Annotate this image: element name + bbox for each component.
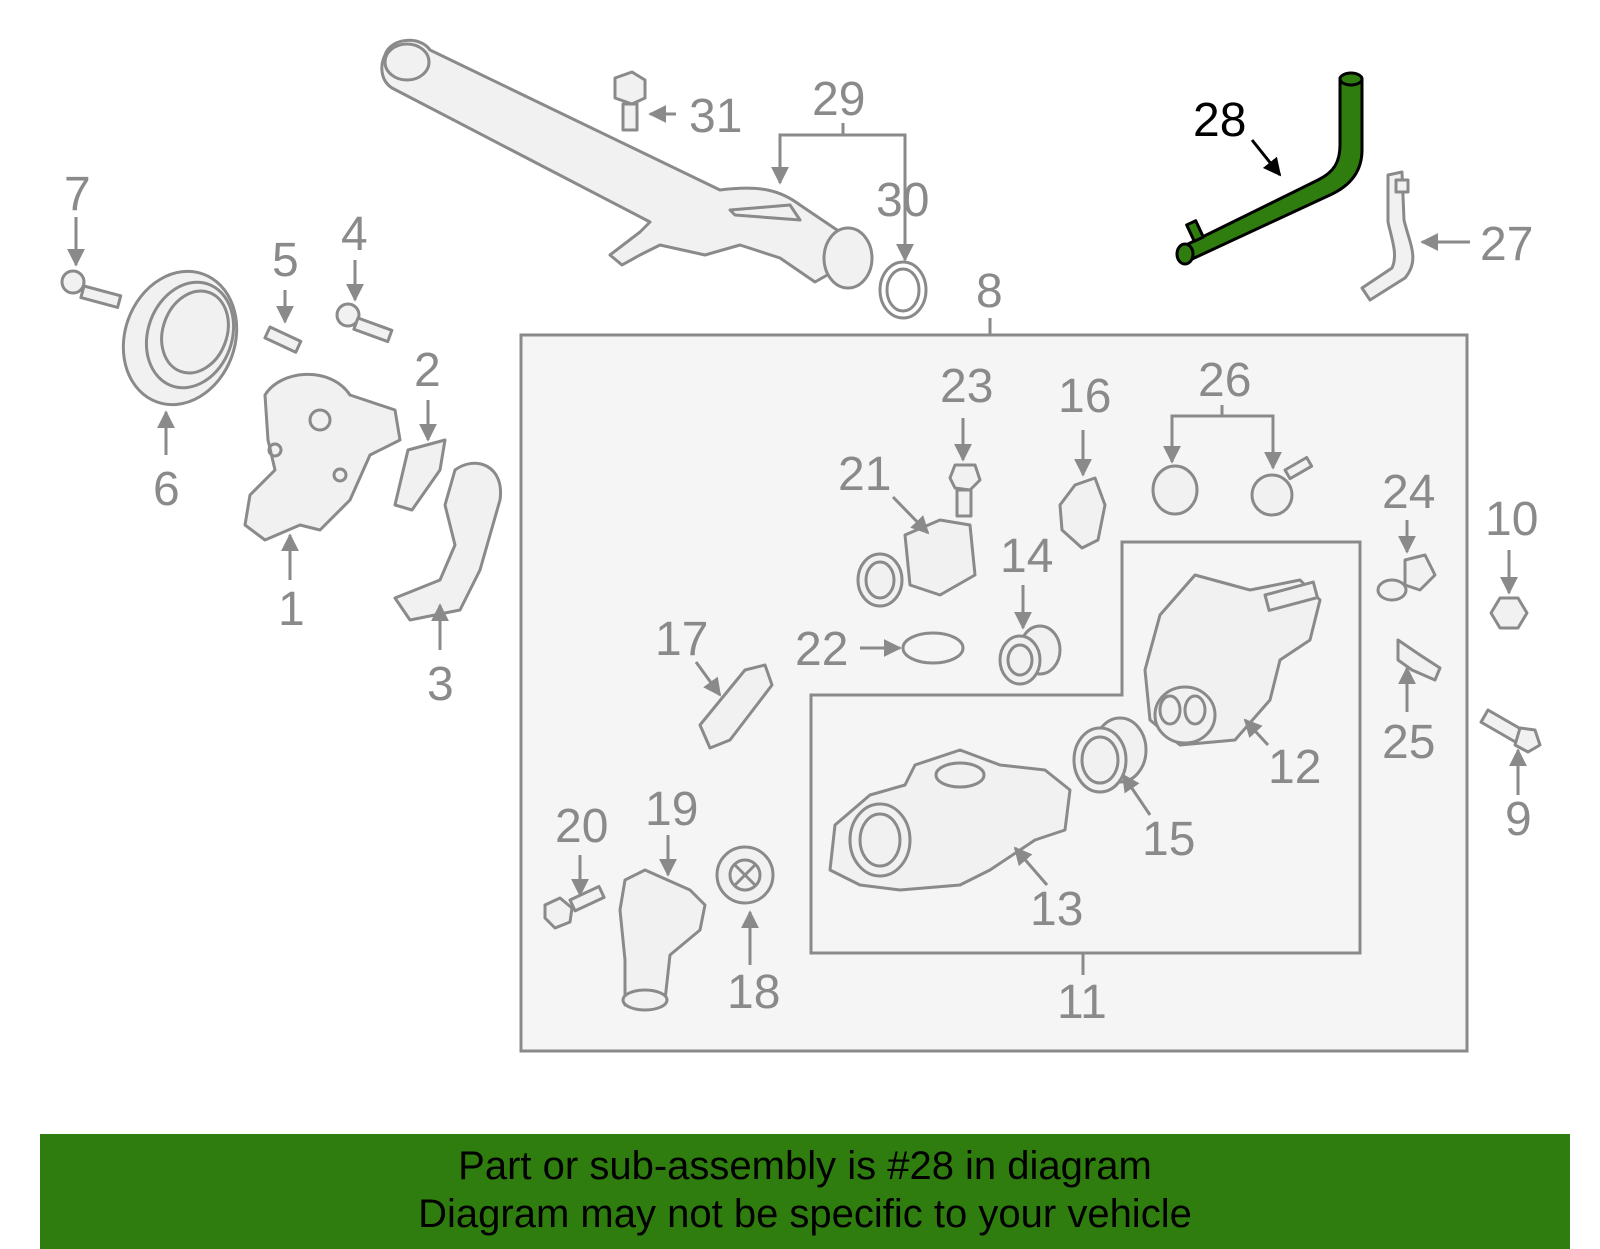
callout-15: 15 (1142, 813, 1195, 866)
callout-3: 3 (427, 658, 454, 711)
callout-12: 12 (1268, 741, 1321, 794)
callout-1: 1 (278, 583, 305, 636)
callout-19: 19 (645, 783, 698, 836)
callout-23: 23 (940, 360, 993, 413)
dowel-pin-5[interactable] (263, 325, 303, 354)
callout-18: 18 (727, 966, 780, 1019)
callout-25: 25 (1382, 716, 1435, 769)
callout-14: 14 (1000, 530, 1053, 583)
callout-30: 30 (876, 174, 929, 227)
callout-29: 29 (812, 73, 865, 126)
callout-4: 4 (341, 208, 368, 261)
callout-10: 10 (1485, 493, 1538, 546)
hose-27[interactable] (1360, 170, 1415, 302)
banner-line-1: Part or sub-assembly is #28 in diagram (458, 1144, 1152, 1188)
info-banner: Part or sub-assembly is #28 in diagram D… (40, 1134, 1570, 1249)
callout-17: 17 (655, 613, 708, 666)
water-outlet-13[interactable] (828, 748, 1072, 892)
callout-13: 13 (1030, 883, 1083, 936)
callout-27: 27 (1480, 218, 1533, 271)
bolt-7[interactable] (60, 269, 123, 309)
water-pump-1[interactable] (243, 372, 402, 542)
callout-24: 24 (1382, 466, 1435, 519)
cap-26[interactable] (1151, 455, 1314, 517)
clip-25[interactable] (1396, 638, 1442, 682)
callout-2: 2 (414, 344, 441, 397)
bolt-4[interactable] (335, 302, 394, 344)
callout-22: 22 (795, 623, 848, 676)
gasket-17[interactable] (698, 663, 774, 750)
gasket-3[interactable] (393, 461, 502, 622)
bolt-31[interactable] (613, 70, 647, 132)
callout-16: 16 (1058, 370, 1111, 423)
water-outlet-19[interactable] (618, 868, 707, 1012)
callout-20: 20 (555, 800, 608, 853)
thermostat-18[interactable] (715, 845, 775, 905)
sensor-24[interactable] (1376, 553, 1437, 602)
callout-9: 9 (1505, 793, 1532, 846)
callout-7: 7 (64, 168, 91, 221)
callout-21: 21 (838, 448, 891, 501)
o-ring-30[interactable] (878, 260, 928, 320)
water-hose-pipe-28[interactable] (1175, 71, 1364, 266)
thermostat-housing-12[interactable] (1143, 573, 1322, 747)
water-pipe-29[interactable] (380, 38, 874, 290)
banner-line-2: Diagram may not be specific to your vehi… (418, 1192, 1192, 1236)
bolt-20[interactable] (543, 884, 606, 930)
thermostat-housing-21[interactable] (856, 518, 977, 608)
gasket-16[interactable] (1058, 476, 1107, 550)
o-ring-22[interactable] (901, 631, 965, 665)
pulley-6[interactable] (105, 255, 255, 420)
bolt-23[interactable] (948, 463, 982, 518)
nut-10[interactable] (1489, 596, 1529, 630)
callout-28: 28 (1193, 94, 1246, 147)
callout-31: 31 (689, 90, 742, 143)
bolt-9[interactable] (1479, 708, 1542, 754)
callout-26: 26 (1198, 354, 1251, 407)
callout-8: 8 (976, 265, 1003, 318)
joint-14[interactable] (998, 624, 1062, 686)
callout-6: 6 (153, 463, 180, 516)
callout-11: 11 (1057, 976, 1107, 1029)
joint-15[interactable] (1072, 716, 1148, 794)
gasket-2[interactable] (393, 438, 447, 512)
callout-5: 5 (272, 234, 299, 287)
